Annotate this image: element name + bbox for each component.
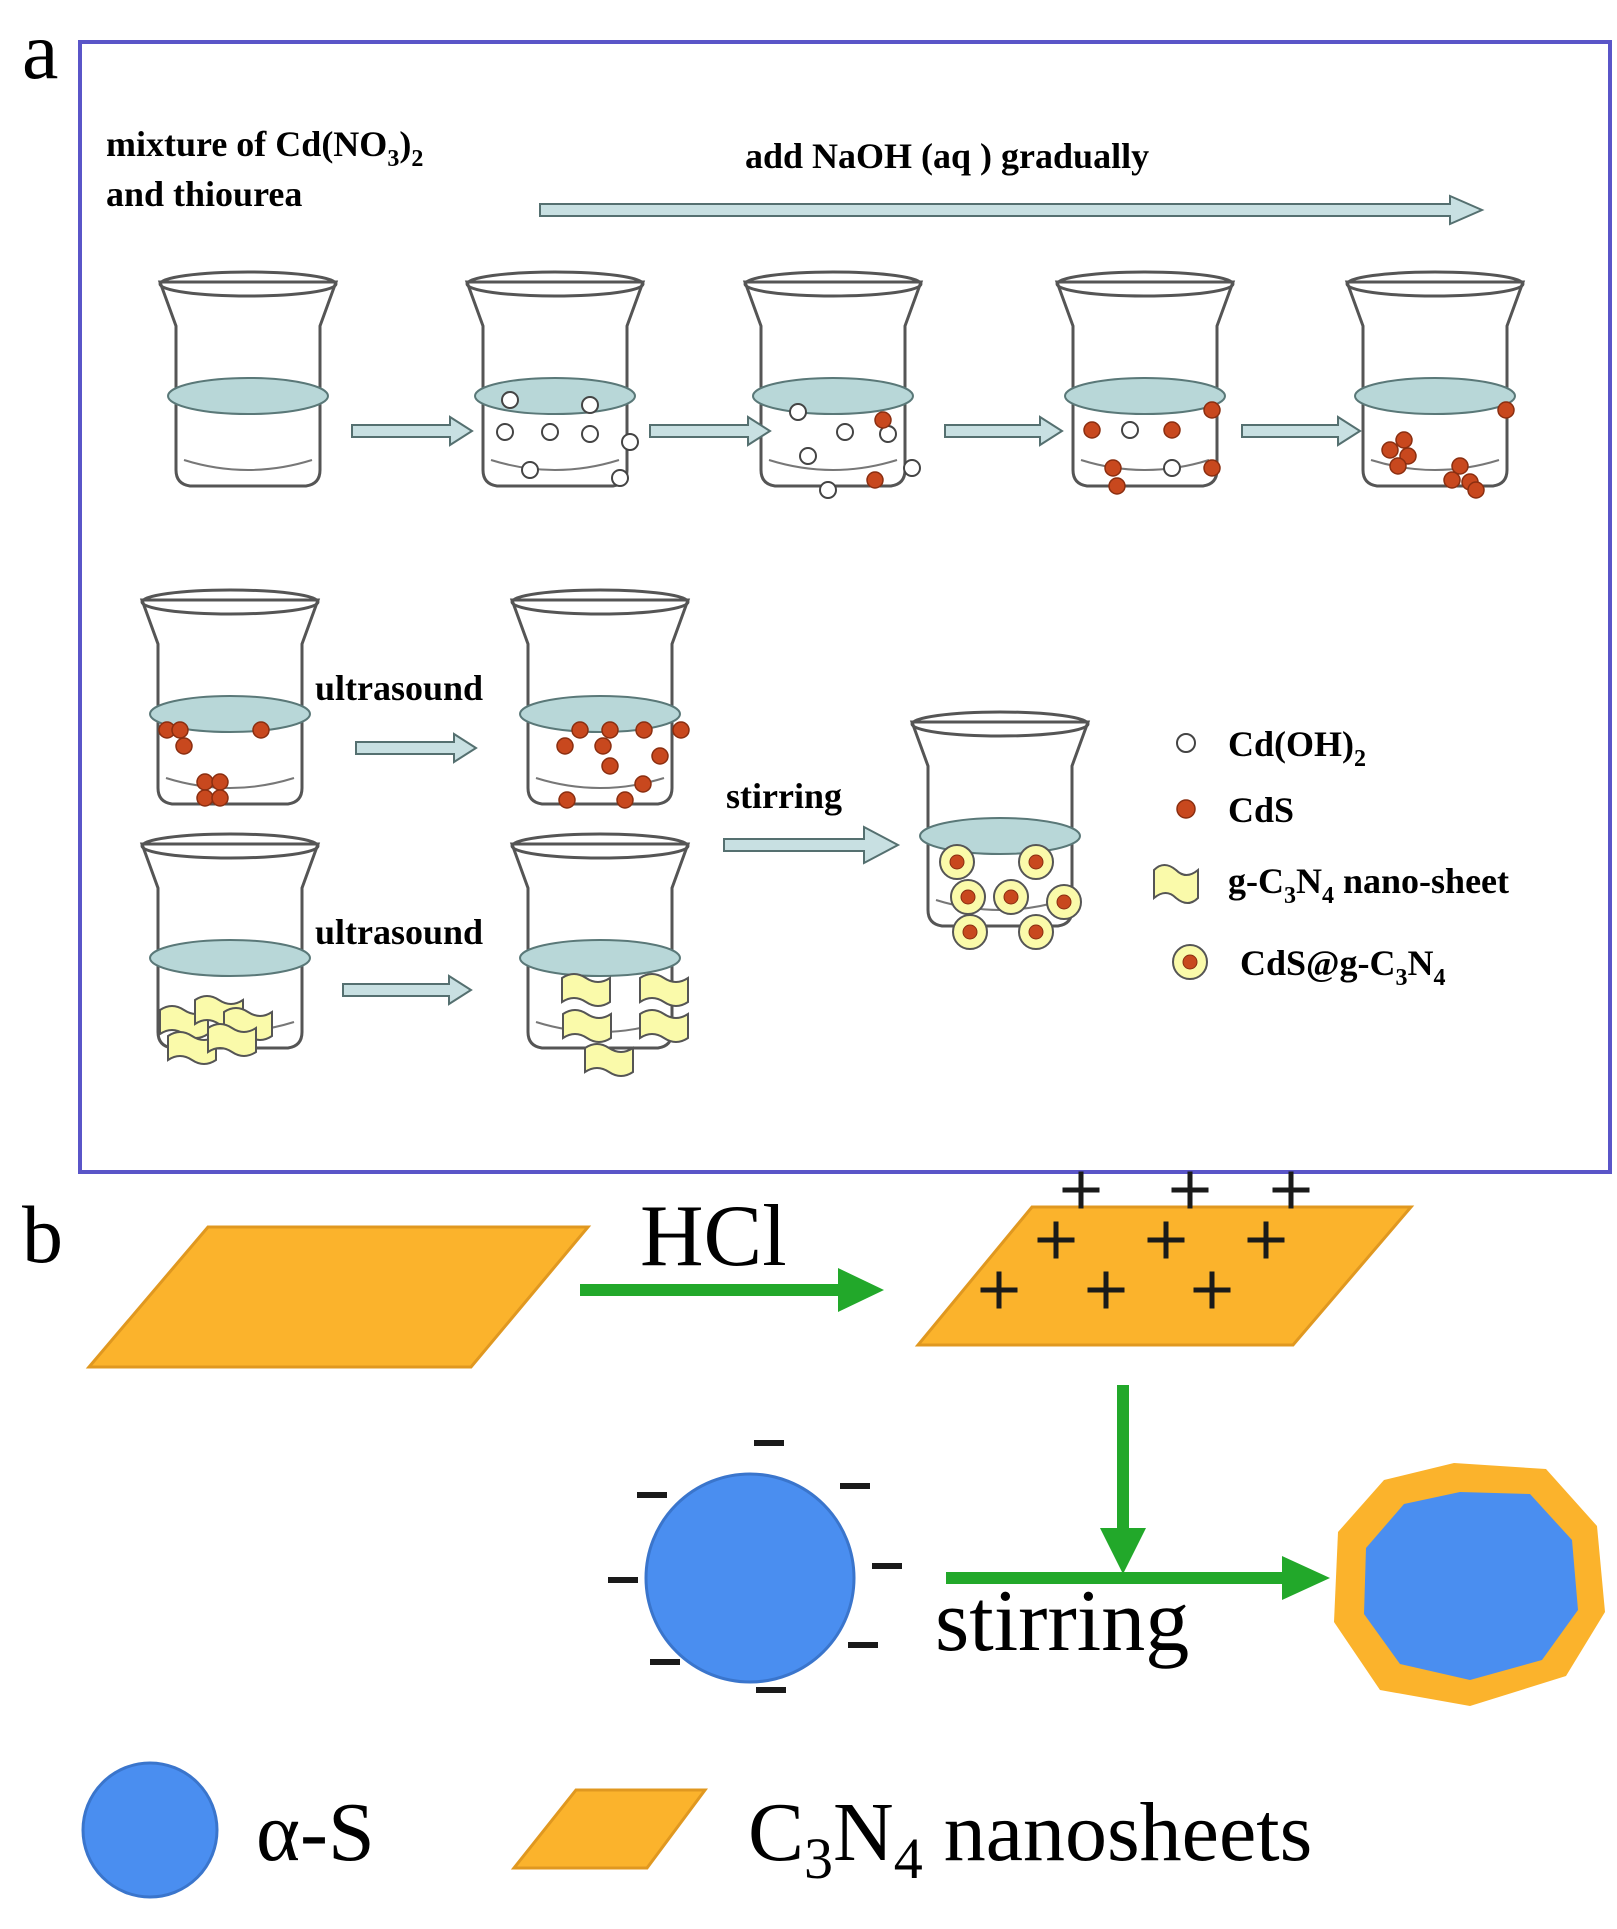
stirring-arrow-b	[946, 1556, 1330, 1600]
legend-nanosheet-b-label: C3N4 nanosheets	[748, 1786, 1312, 1891]
legend-cdoh2-symbol	[1176, 733, 1196, 753]
panel-a-letter: a	[22, 5, 58, 96]
process-arrow-2	[649, 415, 772, 447]
down-arrow	[1100, 1385, 1146, 1574]
beaker-2-cdoh2	[465, 270, 645, 488]
legend-sulfur-symbol	[81, 1761, 219, 1899]
legend-cdoh2-label: Cd(OH)2	[1228, 724, 1366, 772]
c3n4-sheet-neutral	[85, 1225, 592, 1369]
beaker-4-mostly-cds	[1055, 270, 1235, 488]
legend-nanosheet-label: g-C3N4 nano-sheet	[1228, 861, 1509, 909]
legend-cds-label: CdS	[1228, 790, 1294, 830]
ultrasound-arrow-1	[355, 732, 478, 764]
cdoh2-particles-b4	[1121, 421, 1181, 477]
start-label-line2: and thiourea	[106, 174, 302, 214]
legend-nanosheet-symbol	[1153, 864, 1199, 904]
cds-gc3n4-composites	[939, 844, 1082, 950]
beaker-3-mixed	[743, 270, 923, 488]
cds-particles-b4	[1083, 401, 1221, 495]
panel-a-frame	[78, 40, 1612, 1174]
ultrasound-label-2: ultrasound	[315, 912, 483, 952]
legend-sulfur-label: α-S	[256, 1786, 375, 1879]
legend-nanosheet-b-symbol	[510, 1788, 708, 1870]
start-label-line1: mixture of Cd(NO3)2	[106, 124, 423, 172]
stirring-arrow-a	[723, 825, 901, 865]
beaker-1-start	[158, 270, 338, 488]
legend-composite-symbol	[1172, 944, 1208, 980]
nanosheets-stacked	[159, 995, 273, 1065]
cdoh2-particles-b2	[496, 391, 639, 487]
cds-particles-dispersed	[556, 721, 690, 809]
legend-composite-label: CdS@g-C3N4	[1240, 943, 1446, 991]
naoh-long-arrow	[539, 194, 1485, 226]
cds-aggregates-b5	[1381, 401, 1515, 499]
stirring-label-b: stirring	[935, 1573, 1189, 1670]
legend-cds-symbol	[1176, 799, 1196, 819]
hcl-arrow	[580, 1268, 884, 1312]
ultrasound-arrow-2	[342, 974, 473, 1006]
process-arrow-4	[1241, 415, 1362, 447]
process-arrow-3	[944, 415, 1064, 447]
beaker-cds-dispersed	[510, 588, 690, 806]
beaker-cds-before	[140, 588, 320, 806]
c3n4-coated-sulfur-core	[1364, 1492, 1578, 1680]
legend-a: Cd(OH)2 CdS g-C3N4 nano-sheet CdS@g-C3N4	[1153, 724, 1509, 991]
cds-particles-b3	[866, 411, 892, 489]
ultrasound-label-1: ultrasound	[315, 668, 483, 708]
panel-b-letter: b	[22, 1189, 63, 1280]
naoh-step-label: add NaOH (aq ) gradually	[745, 136, 1149, 176]
sulfur-sphere-charged	[644, 1472, 856, 1684]
stirring-label-a: stirring	[726, 776, 842, 816]
nanosheets-dispersed	[561, 973, 689, 1077]
positive-charges	[980, 1171, 1310, 1309]
beaker-5-cds-aggregates	[1345, 270, 1525, 488]
negative-charges	[608, 1440, 902, 1693]
hcl-label: HCl	[640, 1188, 787, 1285]
cds-particles-clumped	[158, 721, 270, 807]
cdoh2-particles-b3	[789, 403, 921, 499]
process-arrow-1	[351, 415, 474, 447]
